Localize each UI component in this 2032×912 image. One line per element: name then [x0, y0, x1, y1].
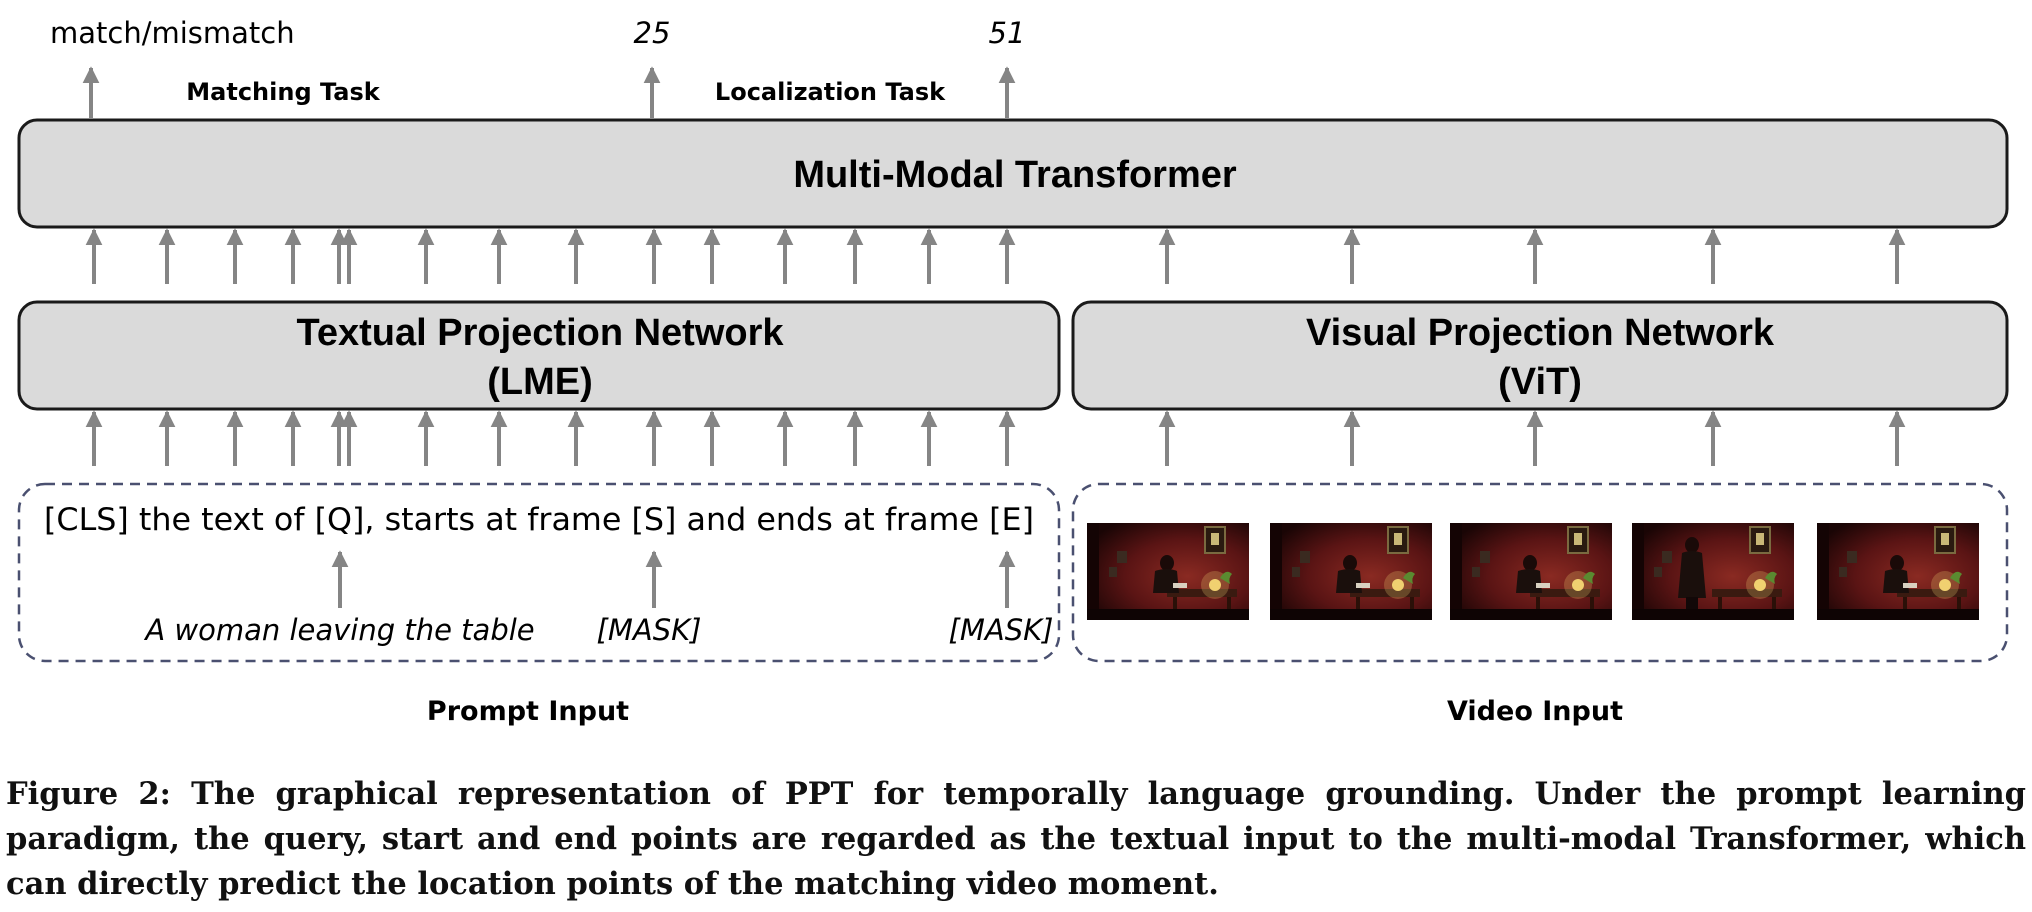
transformer-title: Multi-Modal Transformer: [793, 154, 1237, 196]
prompt-fill-arrows: [331, 550, 1016, 608]
video-frame-thumbnail: [1270, 523, 1432, 620]
prompt-input-box: [17, 482, 1061, 663]
mask-start-token: [MASK]: [597, 613, 702, 647]
match-mismatch-label: match/mismatch: [50, 16, 295, 50]
query-text: A woman leaving the table: [143, 613, 534, 647]
input-to-projection-arrows: [85, 410, 1906, 466]
end-output-value: 51: [989, 16, 1026, 50]
video-frame-thumbnail: [1817, 523, 1979, 620]
output-arrows: [82, 66, 1016, 118]
visual-network-subtitle: (ViT): [1498, 361, 1582, 403]
video-frame-thumbnail: [1087, 523, 1249, 620]
ppt-diagram: match/mismatch 25 51 Matching Task Local…: [17, 16, 2009, 727]
video-input-label: Video Input: [1447, 696, 1623, 727]
multi-modal-transformer-box: [17, 118, 2009, 229]
video-frame-thumbnail: [1632, 523, 1794, 620]
start-output-value: 25: [634, 16, 671, 50]
figure-caption: Figure 2: The graphical representation o…: [6, 776, 2026, 902]
matching-task-label: Matching Task: [186, 78, 380, 106]
prompt-template-text: [CLS] the text of [Q], starts at frame […: [44, 502, 1034, 538]
textual-network-title: Textual Projection Network: [296, 312, 784, 354]
textual-network-subtitle: (LME): [487, 361, 593, 403]
prompt-input-label: Prompt Input: [427, 696, 629, 727]
video-frame-thumbnail: [1450, 523, 1612, 620]
projection-to-transformer-arrows: [85, 228, 1906, 284]
localization-task-label: Localization Task: [715, 78, 946, 106]
visual-network-title: Visual Projection Network: [1306, 312, 1775, 354]
textual-projection-network-box: [17, 300, 1061, 411]
mask-end-token: [MASK]: [949, 613, 1054, 647]
visual-projection-network-box: [1071, 300, 2009, 411]
